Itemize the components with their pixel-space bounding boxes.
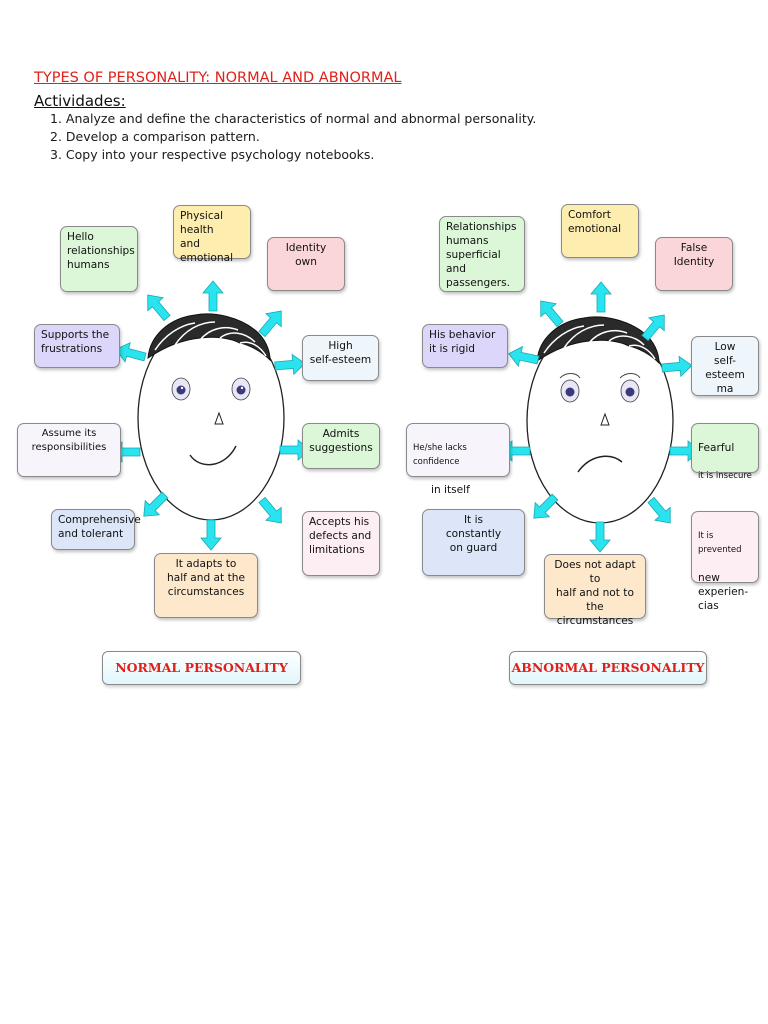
box-assume-responsibilities: Assume its responsibilities	[17, 423, 121, 477]
page-title: TYPES OF PERSONALITY: NORMAL AND ABNORMA…	[34, 70, 402, 86]
box-adapts-circumstances: It adapts to half and at the circumstanc…	[154, 553, 258, 618]
box-high-self-esteem: High self-esteem	[302, 335, 379, 381]
prevented-line1: It is prevented	[698, 531, 742, 555]
task-item-1: 1. Analyze and define the characteristic…	[50, 111, 537, 126]
box-admits-suggestions: Admits suggestions	[302, 423, 380, 469]
abnormal-face	[526, 316, 674, 524]
fearful-line1: Fearful	[698, 442, 735, 454]
normal-face	[137, 313, 285, 521]
box-accepts-defects: Accepts his defects and limitations	[302, 511, 380, 576]
box-lacks-confidence: He/she lacks confidence in itself	[406, 423, 510, 496]
box-does-not-adapt: Does not adapt to half and not to the ci…	[544, 554, 646, 627]
abnormal-personality-label: ABNORMAL PERSONALITY	[509, 651, 707, 685]
box-supports-frustrations: Supports the frustrations	[34, 324, 120, 368]
fearful-line2: it is insecure	[698, 471, 752, 481]
box-behavior-rigid: His behavior it is rigid	[422, 324, 508, 368]
box-comfort-emotional: Comfort emotional	[561, 204, 639, 258]
task-item-3: 3. Copy into your respective psychology …	[50, 147, 375, 162]
activities-heading: Actividades:	[34, 92, 126, 110]
box-relationships-superficial: Relationships humans superficial and pas…	[439, 216, 525, 292]
prevented-line2: new experien- cias	[698, 572, 749, 612]
box-comprehensive-tolerant: Comprehensive and tolerant	[51, 509, 141, 550]
lacks-confidence-line1: He/she lacks confidence	[413, 443, 467, 467]
box-constantly-on-guard: It is constantly on guard	[422, 509, 525, 576]
normal-personality-label: NORMAL PERSONALITY	[102, 651, 301, 685]
box-prevented-new-experiences: It is prevented new experien- cias	[691, 511, 759, 612]
box-hello-relationships: Hello relationships humans	[60, 226, 138, 292]
task-item-2: 2. Develop a comparison pattern.	[50, 129, 260, 144]
box-fearful: Fearful it is insecure	[691, 423, 759, 481]
lacks-confidence-line2: in itself	[431, 484, 470, 496]
box-identity-own: Identity own	[267, 237, 345, 291]
box-physical-health: Physical health and emotional	[173, 205, 251, 264]
box-false-identity: False Identity	[655, 237, 733, 291]
box-low-self-esteem: Low self-esteem ma	[691, 336, 759, 396]
